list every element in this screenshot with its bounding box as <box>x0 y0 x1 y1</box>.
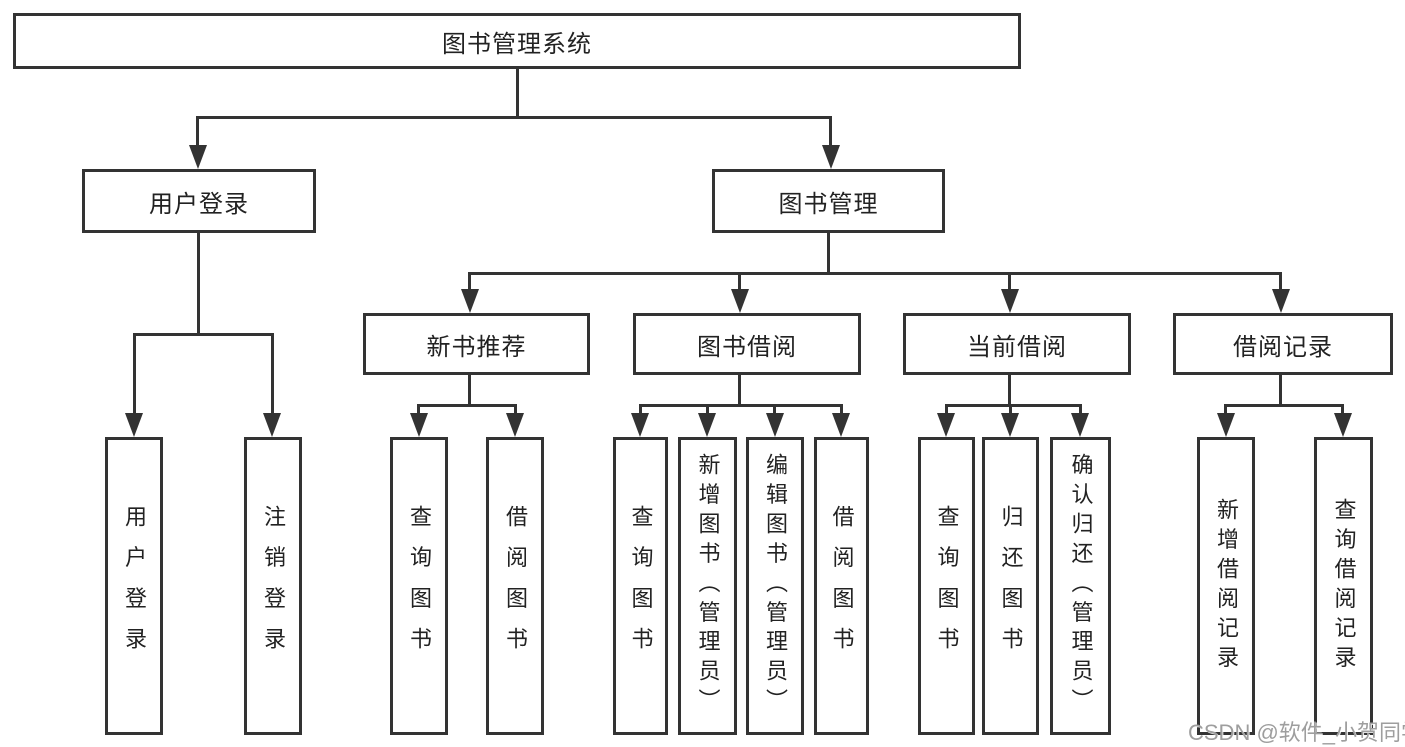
arrow-down-icon <box>1272 289 1290 313</box>
connector-line <box>196 116 832 119</box>
node-query-books-current: 查询图书 <box>918 437 975 735</box>
connector-line <box>1224 404 1344 407</box>
connector-line <box>1224 404 1227 418</box>
arrow-down-icon <box>832 413 850 437</box>
arrow-down-icon <box>189 145 207 169</box>
node-label: 注销登录 <box>261 504 286 668</box>
arrow-down-icon <box>410 413 428 437</box>
connector-line <box>738 272 741 292</box>
node-label: 图书管理 <box>778 190 879 218</box>
connector-line <box>417 404 517 407</box>
arrow-down-icon <box>461 289 479 313</box>
connector-line <box>133 333 136 414</box>
connector-line <box>1009 404 1012 418</box>
connector-line <box>840 404 843 418</box>
node-query-books-borrow: 查询图书 <box>613 437 668 735</box>
node-edit-book-admin: 编辑图书（管理员） <box>746 437 804 735</box>
connector-line <box>271 333 274 414</box>
connector-line <box>639 404 842 407</box>
node-label: 借阅图书 <box>503 504 528 668</box>
node-add-book-admin: 新增图书（管理员） <box>678 437 737 735</box>
node-label: 当前借阅 <box>967 333 1067 361</box>
node-borrow-books: 借阅图书 <box>814 437 869 735</box>
node-label: 借阅图书 <box>829 504 855 668</box>
arrow-down-icon <box>698 413 716 437</box>
connector-line <box>417 404 420 418</box>
connector-line <box>945 404 1082 407</box>
node-logout: 注销登录 <box>244 437 302 735</box>
connector-line <box>738 375 741 406</box>
connector-line <box>706 404 709 418</box>
node-book-borrowing: 图书借阅 <box>633 313 861 375</box>
arrow-down-icon <box>631 413 649 437</box>
connector-line <box>133 333 274 336</box>
node-add-borrow-record: 新增借阅记录 <box>1197 437 1255 735</box>
arrow-down-icon <box>125 413 143 437</box>
arrow-down-icon <box>263 413 281 437</box>
node-borrow-books-recommend: 借阅图书 <box>486 437 544 735</box>
node-label: 借阅记录 <box>1233 333 1333 361</box>
connector-line <box>468 272 1282 275</box>
arrow-down-icon <box>766 413 784 437</box>
arrow-down-icon <box>1334 413 1352 437</box>
node-query-borrow-record: 查询借阅记录 <box>1314 437 1373 735</box>
arrow-down-icon <box>1217 413 1235 437</box>
node-user-login: 用户登录 <box>82 169 316 233</box>
node-label: 新书推荐 <box>426 333 527 361</box>
arrow-down-icon <box>1001 413 1019 437</box>
arrow-down-icon <box>822 145 840 169</box>
connector-line <box>829 116 832 150</box>
connector-line <box>1008 375 1011 406</box>
node-label: 查询图书 <box>934 504 960 668</box>
connector-line <box>1341 404 1344 418</box>
node-label: 新增图书（管理员） <box>695 453 721 719</box>
node-label: 图书借阅 <box>697 333 797 361</box>
connector-line <box>773 404 776 418</box>
node-label: 确认归还（管理员） <box>1068 453 1094 719</box>
node-query-books-recommend: 查询图书 <box>390 437 448 735</box>
connector-line <box>945 404 948 418</box>
node-label: 查询图书 <box>407 504 432 668</box>
node-user-login-leaf: 用户登录 <box>105 437 163 735</box>
node-label: 用户登录 <box>122 504 147 668</box>
node-current-borrowing: 当前借阅 <box>903 313 1131 375</box>
connector-line <box>468 272 471 292</box>
node-confirm-return-admin: 确认归还（管理员） <box>1050 437 1111 735</box>
arrow-down-icon <box>731 289 749 313</box>
node-book-management: 图书管理 <box>712 169 945 233</box>
connector-line <box>1279 375 1282 406</box>
connector-line <box>1008 272 1011 292</box>
connector-line <box>639 404 642 418</box>
node-label: 用户登录 <box>149 190 249 218</box>
node-label: 查询借阅记录 <box>1331 497 1357 675</box>
connector-line <box>827 233 830 274</box>
arrow-down-icon <box>1071 413 1089 437</box>
node-label: 图书管理系统 <box>442 30 592 58</box>
connector-line <box>516 69 519 118</box>
node-new-book-recommendation: 新书推荐 <box>363 313 590 375</box>
connector-line <box>197 233 200 335</box>
connector-line <box>1079 404 1082 418</box>
arrow-down-icon <box>506 413 524 437</box>
node-library-management-system: 图书管理系统 <box>13 13 1021 69</box>
connector-line <box>1279 272 1282 292</box>
arrow-down-icon <box>1001 289 1019 313</box>
connector-line <box>468 375 471 406</box>
connector-line <box>196 116 199 150</box>
node-label: 查询图书 <box>628 504 654 668</box>
connector-line <box>514 404 517 418</box>
node-label: 新增借阅记录 <box>1214 497 1239 675</box>
watermark: CSDN @软件_小贺同学 <box>1188 720 1405 745</box>
node-return-book: 归还图书 <box>982 437 1039 735</box>
node-label: 归还图书 <box>998 504 1024 668</box>
arrow-down-icon <box>937 413 955 437</box>
node-label: 编辑图书（管理员） <box>763 453 788 719</box>
node-borrowing-records: 借阅记录 <box>1173 313 1393 375</box>
